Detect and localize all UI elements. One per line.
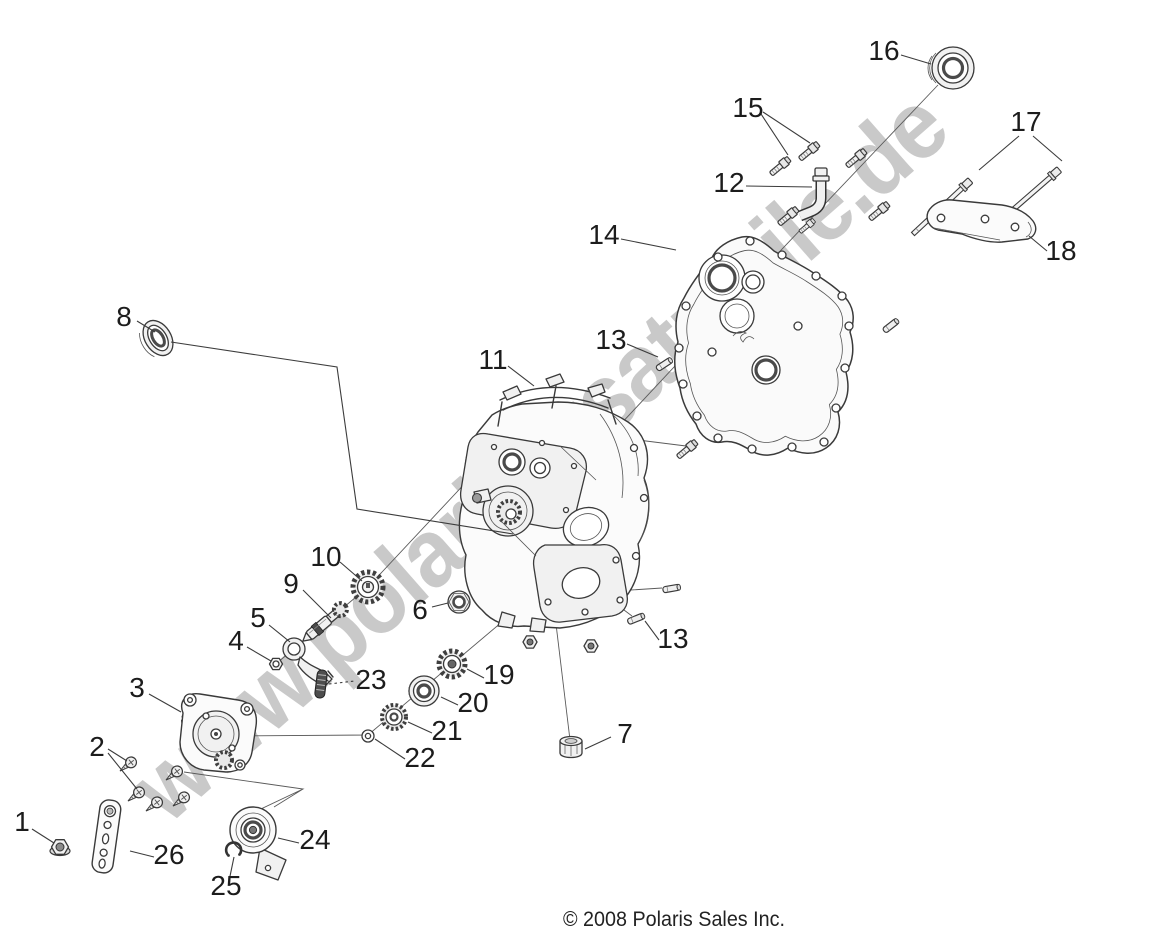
part-9-shaft	[302, 601, 349, 642]
part-26-strip	[91, 799, 122, 874]
part-4-nut	[268, 657, 284, 671]
part-25-snap-ring	[224, 841, 243, 857]
callout-6: 6	[412, 594, 428, 625]
callout-5: 5	[250, 602, 266, 633]
callout-11: 11	[478, 344, 507, 375]
callout-16: 16	[868, 35, 899, 66]
part-1-nut	[49, 839, 71, 857]
part-3-pump	[179, 693, 258, 773]
callout-18: 18	[1045, 235, 1076, 266]
cover-bolt-holes	[674, 236, 854, 454]
callout-13: 13	[657, 623, 688, 654]
part-19-gear	[436, 648, 468, 680]
part-8-seal	[139, 319, 174, 358]
leader-lines	[31, 54, 1063, 882]
part-23-spring	[314, 669, 328, 699]
callout-24: 24	[299, 824, 330, 855]
callout-15: 15	[732, 92, 763, 123]
callout-2: 2	[89, 731, 105, 762]
part-6-bushing	[447, 590, 471, 614]
callout-26: 26	[153, 839, 184, 870]
part-22-washer	[361, 729, 375, 743]
part-21-gear	[380, 703, 408, 731]
part-24-bearing-housing	[229, 806, 287, 881]
part-16-seal	[927, 46, 975, 90]
callout-9: 9	[283, 568, 299, 599]
callout-3: 3	[129, 672, 145, 703]
callout-13: 13	[595, 324, 626, 355]
callout-17: 17	[1010, 106, 1041, 137]
callout-23: 23	[355, 664, 386, 695]
copyright-text: © 2008 Polaris Sales Inc.	[563, 908, 785, 931]
part-7-plug	[559, 735, 583, 759]
callout-14: 14	[588, 219, 619, 250]
callout-19: 19	[483, 659, 514, 690]
callout-8: 8	[116, 301, 132, 332]
callout-7: 7	[617, 718, 633, 749]
callout-21: 21	[431, 715, 462, 746]
callout-12: 12	[713, 167, 744, 198]
callout-1: 1	[14, 806, 30, 837]
part-11-gearcase	[458, 373, 650, 633]
part-18-bracket	[926, 199, 1037, 243]
callout-10: 10	[310, 541, 341, 572]
callout-20: 20	[457, 687, 488, 718]
part-10-gear	[350, 569, 386, 605]
callout-22: 22	[404, 742, 435, 773]
part-12-elbow-fitting	[797, 167, 830, 236]
vent-nuts	[522, 635, 599, 653]
part-14-cover	[674, 235, 854, 456]
callout-25: 25	[210, 870, 241, 901]
part-20-bearing	[408, 675, 440, 707]
callout-4: 4	[228, 625, 244, 656]
